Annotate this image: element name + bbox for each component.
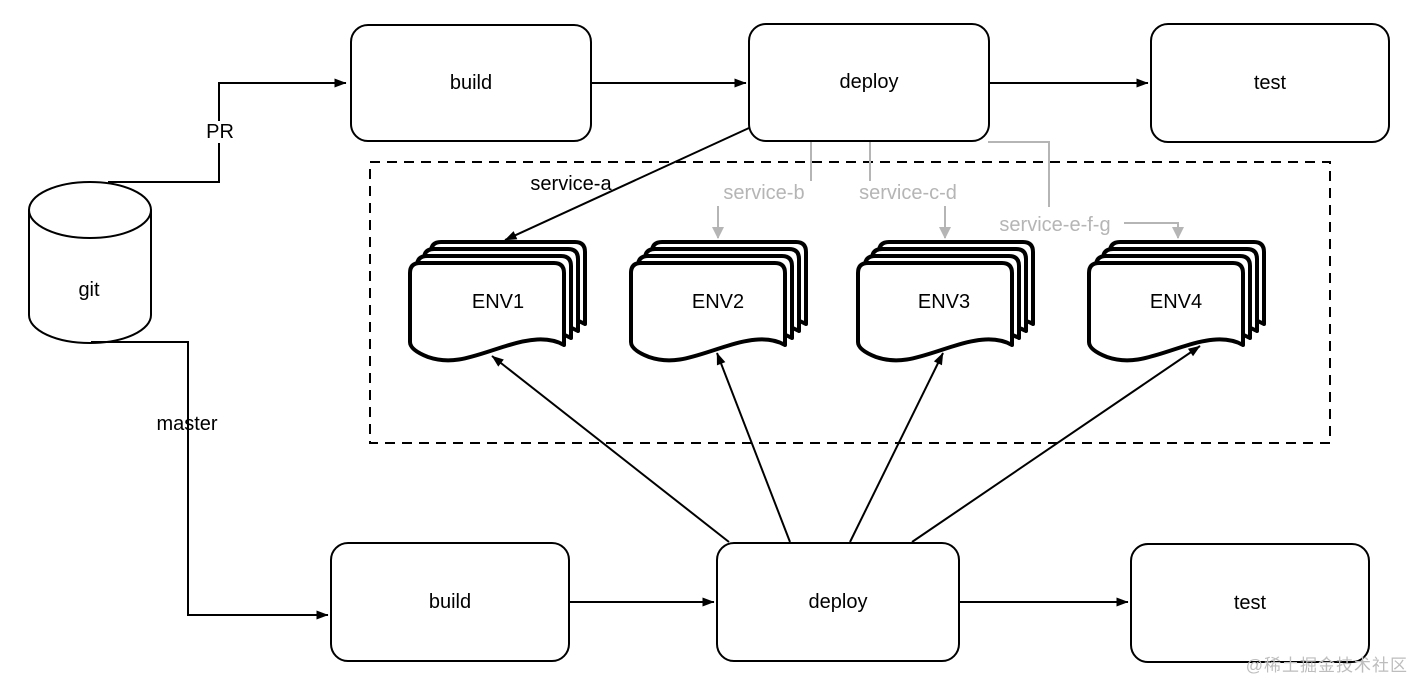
node-deploy-master: deploy (716, 542, 960, 662)
master-branch-label: master (156, 413, 218, 435)
edge-service-efg-upper (988, 141, 1050, 207)
node-test-pr-label: test (1253, 71, 1287, 94)
node-deploy-master-label: deploy (808, 590, 868, 613)
service-e-f-g-label: service-e-f-g (999, 214, 1111, 236)
service-a-label: service-a (530, 173, 612, 195)
service-c-d-label: service-c-d (859, 182, 957, 204)
node-build-master-label: build (428, 590, 472, 613)
node-build-master: build (330, 542, 570, 662)
node-build-pr-label: build (449, 71, 493, 94)
edge-git-master-to-build (91, 341, 329, 620)
node-test-pr: test (1150, 23, 1390, 143)
edge-deploy-master-to-env3 (849, 352, 944, 543)
git-label: git (78, 279, 100, 301)
node-deploy-pr-label: deploy (839, 71, 899, 93)
edge-deploy-master-to-env2 (716, 352, 791, 543)
env3-label: ENV3 (917, 291, 971, 313)
pr-branch-label: PR (203, 121, 237, 143)
edge-deploy-master-to-env4 (911, 345, 1201, 543)
edge-service-efg-arrow-env4 (1124, 222, 1184, 239)
env2-label: ENV2 (691, 291, 745, 313)
node-test-master-label: test (1233, 591, 1267, 614)
service-b-label: service-b (723, 182, 805, 204)
node-test-master: test (1130, 543, 1370, 663)
watermark-text: @稀土掘金技术社区 (1245, 656, 1408, 675)
edge-deploy-master-to-env1 (491, 355, 730, 543)
git-database-cylinder (28, 181, 152, 344)
node-build-pr: build (350, 24, 592, 142)
env1-label: ENV1 (471, 291, 525, 313)
node-deploy-pr: deploy (748, 23, 990, 142)
env4-label: ENV4 (1149, 291, 1203, 313)
